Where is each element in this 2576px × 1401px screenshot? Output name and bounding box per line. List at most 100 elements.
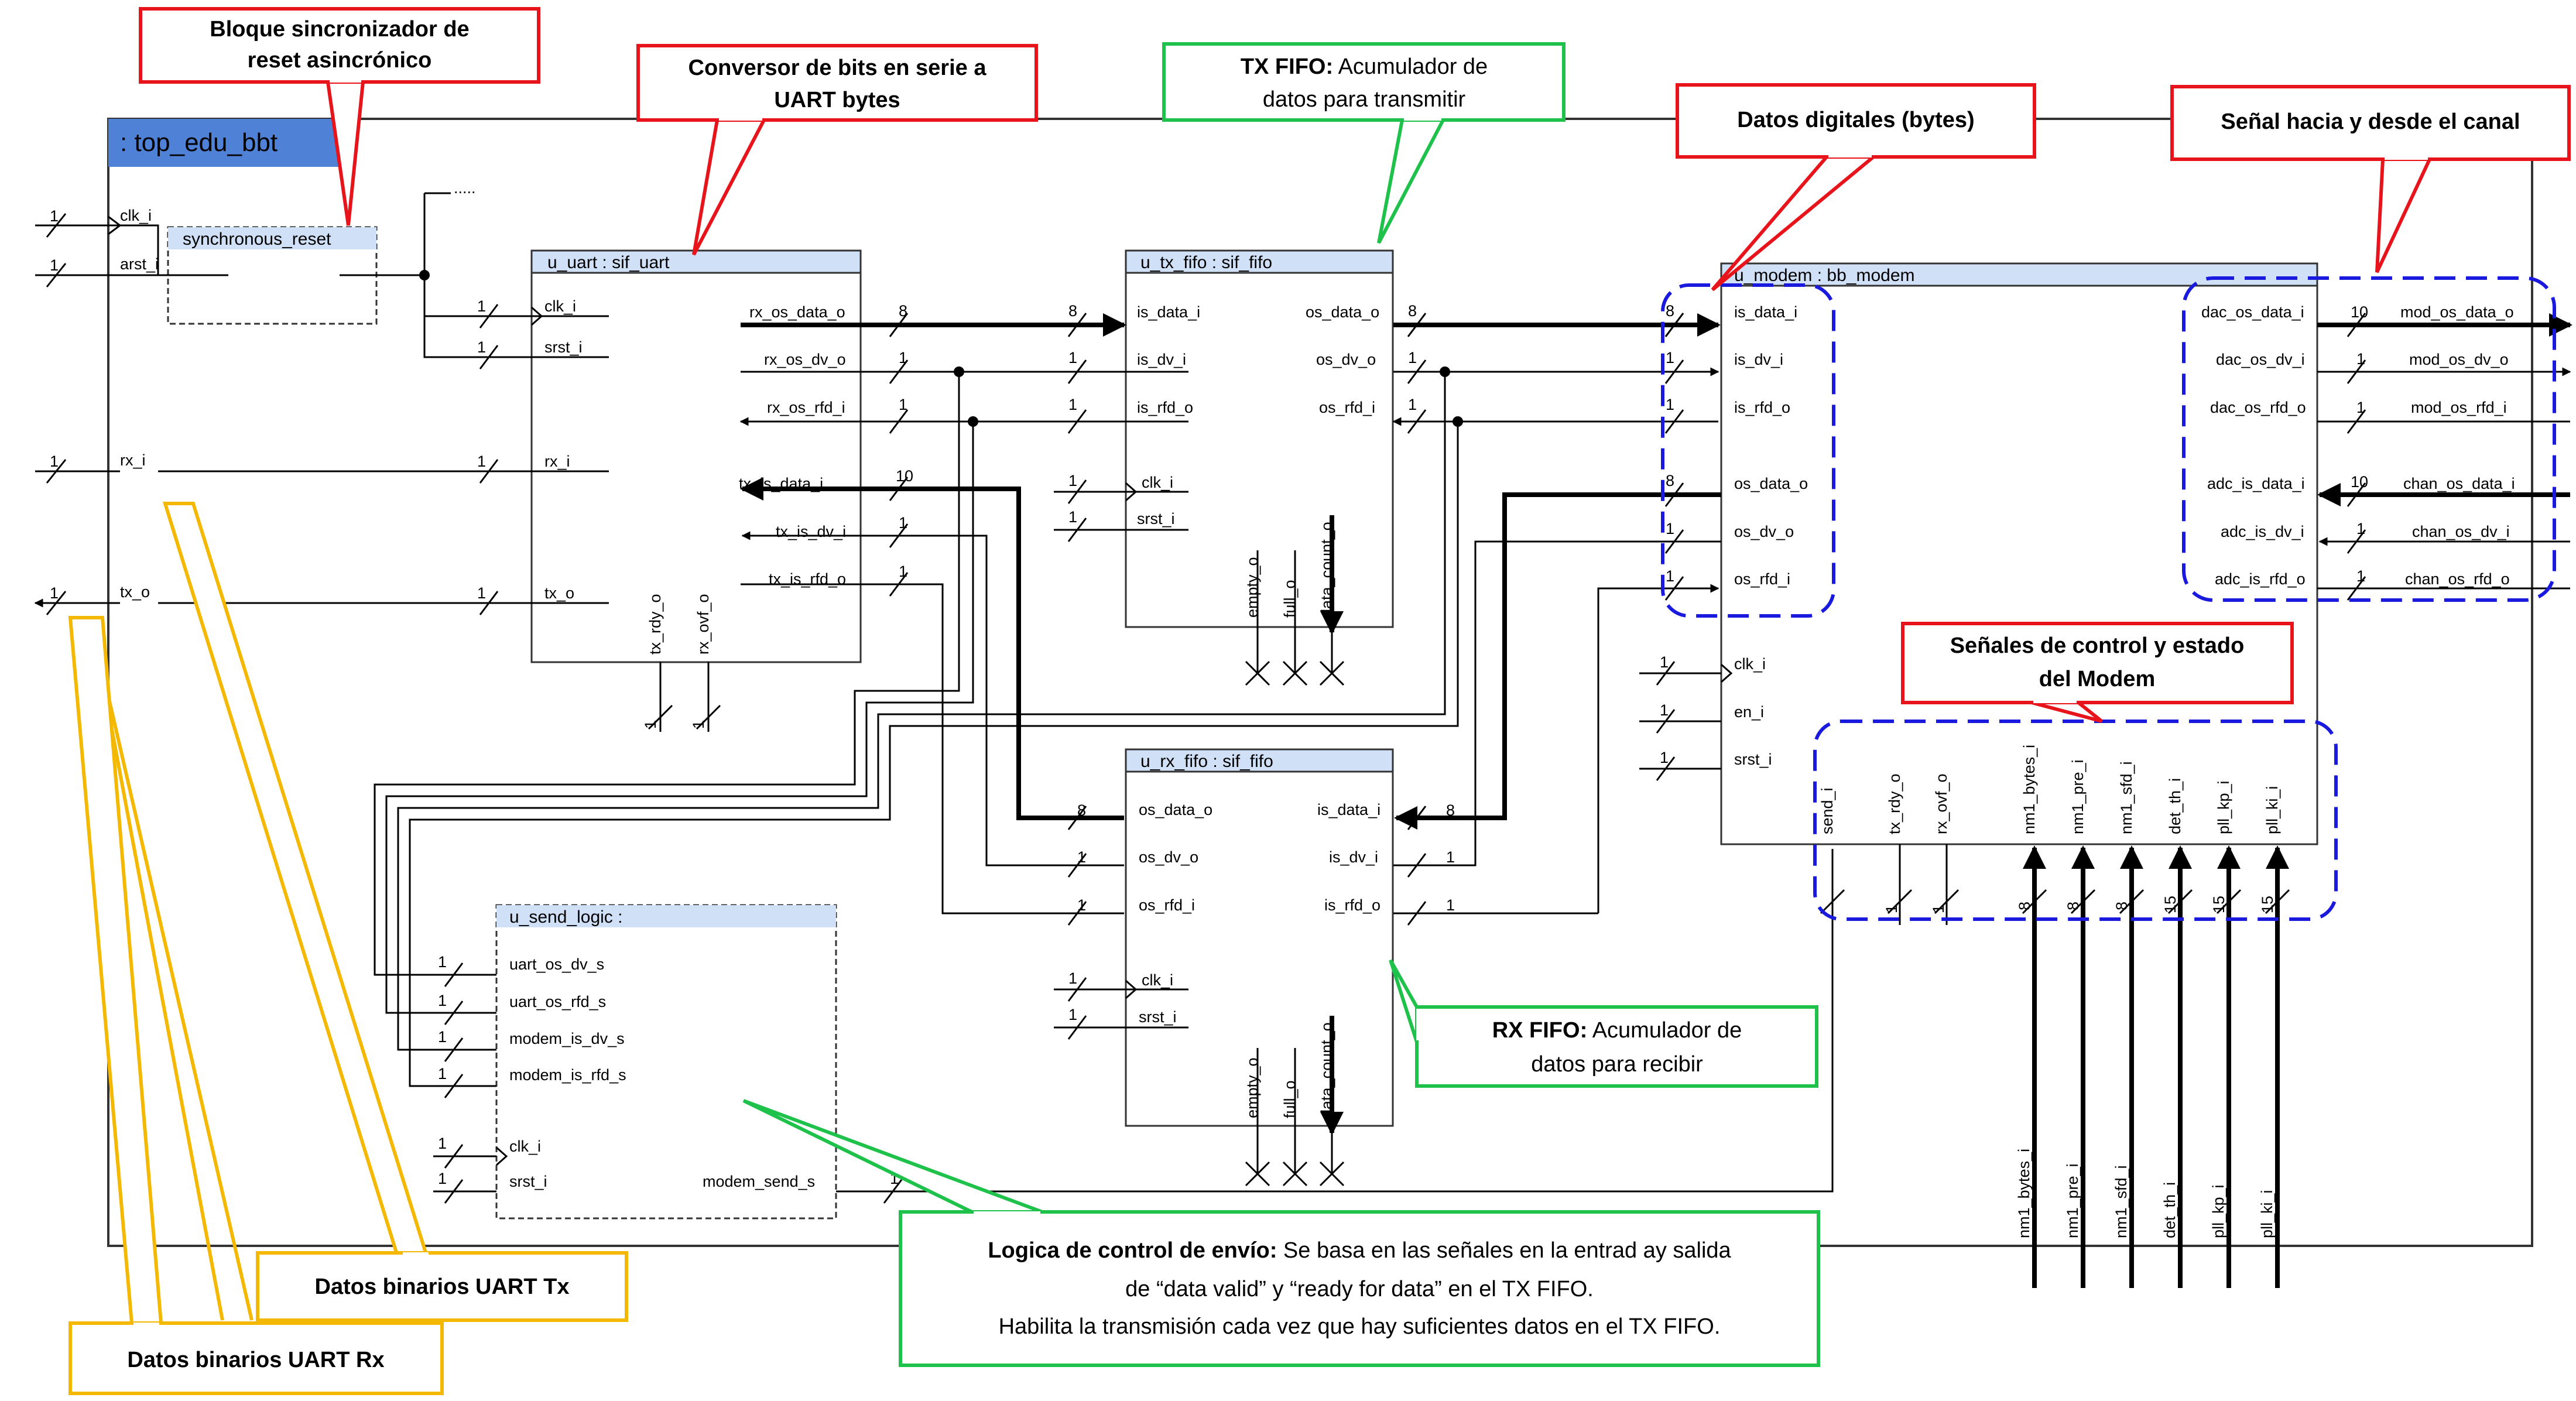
port-label: nm1_bytes_i	[2020, 745, 2038, 834]
rxfifo-title: u_rx_fifo : sif_fifo	[1140, 752, 1273, 771]
port-label: en_i	[1734, 703, 1764, 721]
send-logic-header	[496, 905, 836, 927]
width-label: 1	[2356, 567, 2365, 585]
callout-text: datos para transmitir	[1263, 87, 1466, 112]
width-label: 1	[1666, 396, 1674, 413]
width-label: 1	[2356, 520, 2365, 537]
width-label: 1	[50, 584, 59, 602]
width-label: 8	[1068, 302, 1077, 320]
port-label: clk_i	[1142, 971, 1173, 989]
port-label: modem_send_s	[703, 1173, 815, 1190]
callout-text: datos para recibir	[1531, 1052, 1703, 1077]
rxfifo-block	[1125, 748, 1394, 1127]
channel-highlight	[2182, 276, 2556, 602]
width-label: 1	[1077, 848, 1086, 866]
width-label: 1	[1068, 970, 1077, 987]
port-label: send_i	[1818, 787, 1836, 834]
port-label: is_data_i	[1317, 801, 1381, 818]
port-label: rx_os_data_o	[749, 303, 845, 321]
callout-control	[1901, 622, 2294, 704]
port-label: chan_os_data_i	[2403, 475, 2515, 492]
port-label: uart_os_rfd_s	[509, 993, 606, 1010]
width-label: 8	[1666, 302, 1674, 320]
port-label: rx_ovf_o	[694, 594, 712, 655]
rxfifo-right-ports: is_data_i is_dv_i is_rfd_o	[1317, 801, 1381, 914]
callout-text: Señales de control y estado	[1950, 633, 2245, 658]
width-label: 10	[2351, 303, 2368, 321]
width-label: 1	[1660, 701, 1669, 719]
port-label: os_dv_o	[1316, 351, 1376, 368]
port-label: arst_i	[120, 255, 159, 273]
width-label: 8	[1077, 801, 1086, 819]
callout-text: Datos digitales (bytes)	[1737, 108, 1974, 132]
port-label: rx_os_dv_o	[764, 351, 846, 368]
port-label: rx_ovf_o	[1933, 773, 1950, 834]
width-label: 1	[1408, 349, 1417, 366]
port-label: is_rfd_o	[1324, 896, 1381, 914]
callout-rxfifo	[1415, 1005, 1818, 1088]
callout-bold: Logica de control de envío:	[988, 1238, 1277, 1263]
port-label: rx_i	[544, 453, 570, 470]
txfifo-bottom-ports: empty_o full_o data_count_o	[1244, 515, 1345, 686]
port-label: srst_i	[1137, 510, 1175, 527]
port-label: srst_i	[1139, 1008, 1177, 1026]
port-label: srst_i	[1734, 751, 1772, 768]
modem-left-ports: is_data_i is_dv_i is_rfd_o os_data_o os_…	[1639, 303, 1808, 781]
port-label: mod_os_dv_o	[2409, 351, 2509, 368]
width-label: 8	[1446, 801, 1455, 819]
uart-title: u_uart : sif_uart	[547, 253, 670, 272]
callout-text: UART bytes	[774, 88, 900, 112]
width-label: 1	[1883, 905, 1900, 913]
port-label: dac_os_dv_i	[2216, 351, 2305, 368]
port-label: dac_os_data_i	[2201, 303, 2304, 321]
modem-title: u_modem : bb_modem	[1734, 266, 1915, 285]
callout-conv	[636, 44, 1038, 122]
callout-rest: Acumulador de	[1333, 54, 1488, 79]
width-label: 1	[50, 207, 59, 225]
input-label: nm1_sfd_i	[2112, 1165, 2130, 1238]
port-label: is_dv_i	[1137, 351, 1186, 368]
callout-datos	[1676, 83, 2036, 159]
port-label: rx_os_rfd_i	[767, 399, 845, 416]
callout-text: Habilita la transmisión cada vez que hay…	[999, 1314, 1721, 1339]
input-label: nm1_bytes_i	[2015, 1149, 2033, 1238]
width-label: 1	[438, 953, 447, 971]
modem-header	[1720, 262, 2318, 287]
port-label: clk_i	[509, 1138, 541, 1155]
callout-bold: TX FIFO:	[1241, 54, 1333, 79]
port-label: adc_is_dv_i	[2221, 523, 2304, 540]
width-label: 1	[1068, 508, 1077, 526]
modem-data-highlight	[1661, 283, 1835, 618]
port-label: os_rfd_i	[1319, 399, 1375, 416]
callout-rest: Se basa en las señales en la entrad ay s…	[1277, 1238, 1731, 1263]
width-label: 1	[1660, 653, 1669, 671]
port-label: mod_os_rfd_i	[2411, 399, 2507, 416]
width-label: 10	[2351, 473, 2368, 491]
callout-bold: RX FIFO:	[1492, 1018, 1588, 1043]
width-label: 1	[1068, 396, 1077, 413]
input-label: det_th_i	[2161, 1182, 2178, 1238]
width-label: 1	[1446, 848, 1455, 866]
callout-pointer	[162, 502, 432, 1268]
width-label: 1	[477, 338, 486, 356]
port-label: clk_i	[120, 207, 152, 224]
width-label: 1	[438, 1170, 447, 1187]
callout-uart-rx	[68, 1321, 444, 1395]
send-logic-block	[495, 904, 837, 1220]
width-label: 8	[1666, 472, 1674, 489]
width-label: 1	[1446, 896, 1455, 914]
dots-label: .....	[454, 179, 476, 197]
port-label: nm1_pre_i	[2069, 759, 2087, 834]
port-label: clk_i	[544, 297, 576, 315]
port-label: is_data_i	[1734, 303, 1797, 321]
callout-uart-tx	[256, 1251, 628, 1322]
width-label: 1	[477, 584, 486, 602]
callout-text: reset asincrónico	[248, 48, 432, 73]
port-label: os_dv_o	[1139, 848, 1198, 866]
port-label: os_dv_o	[1734, 523, 1794, 540]
width-label: 1	[438, 992, 447, 1009]
top-block-titlebar	[108, 119, 342, 167]
port-label: os_data_o	[1306, 303, 1379, 321]
callout-text: RX FIFO: Acumulador de	[1492, 1018, 1742, 1043]
callout-pointer	[68, 616, 163, 1324]
